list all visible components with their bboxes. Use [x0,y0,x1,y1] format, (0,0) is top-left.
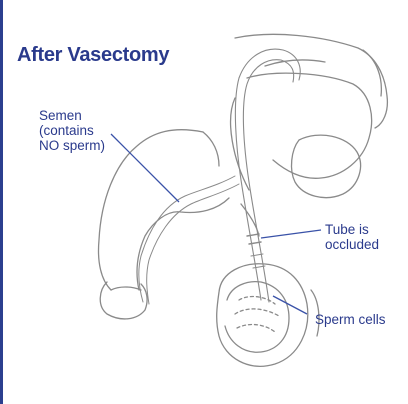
semen-label-line: NO sperm) [39,138,105,153]
semen-label-line: (contains [39,123,105,138]
tube-leader-line [261,230,321,238]
tube-label-line: Tube is [325,222,379,237]
anatomy-illustration [3,0,408,404]
tube-label: Tube is occluded [325,222,379,252]
sperm-cells-label: Sperm cells [315,312,386,327]
semen-leader-line [111,134,179,202]
bladder-outline [247,73,372,178]
sperm-leader-line [273,296,307,314]
testicle-outline [225,282,289,353]
vas-deferens-tube [235,49,300,300]
body-outline [235,34,387,128]
semen-label: Semen (contains NO sperm) [39,108,105,153]
tube-label-line: occluded [325,237,379,252]
penis-outline [99,130,204,290]
semen-label-line: Semen [39,108,105,123]
scrotum-outline [217,264,308,367]
